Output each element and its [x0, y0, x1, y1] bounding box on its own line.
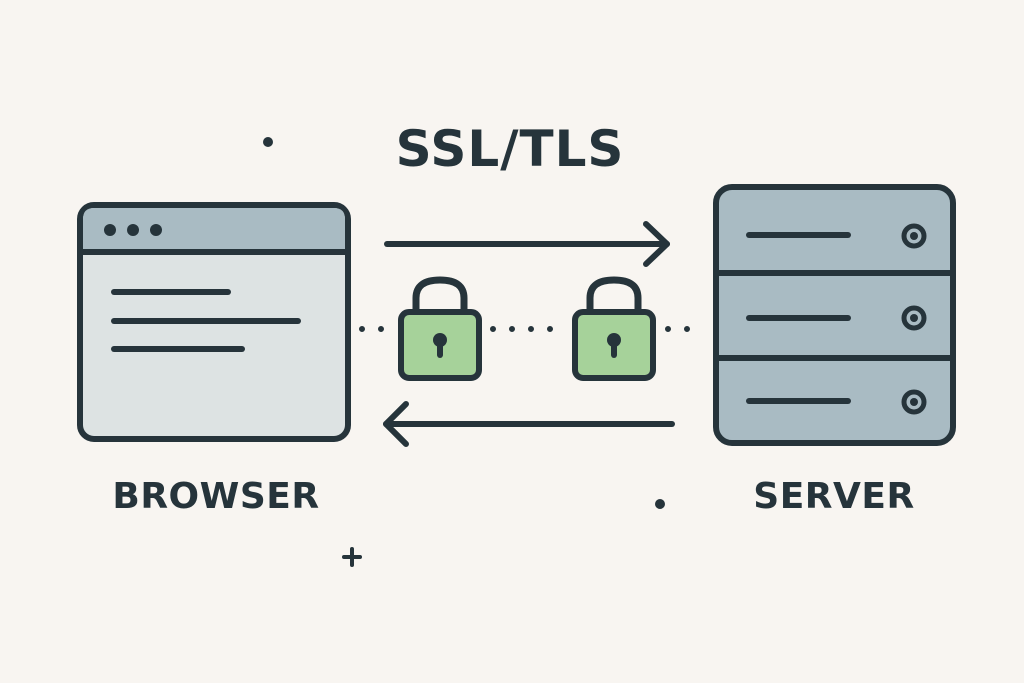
- sparkle-dot-icon: [655, 499, 665, 509]
- window-control-dot-icon: [127, 224, 139, 236]
- browser-node: [77, 202, 351, 442]
- sparkle-plus-icon: [342, 547, 362, 567]
- browser-toolbar: [83, 208, 345, 252]
- server-label: SERVER: [753, 476, 914, 517]
- browser-content-lines: [111, 289, 301, 352]
- server-node: [713, 184, 956, 446]
- arrow-left-icon: [383, 401, 675, 447]
- sparkle-dot-icon: [263, 137, 273, 147]
- server-led-icon: [901, 389, 927, 415]
- lock-icon: [572, 276, 656, 381]
- server-led-icon: [901, 305, 927, 331]
- window-control-dot-icon: [150, 224, 162, 236]
- browser-label: BROWSER: [112, 476, 319, 517]
- window-control-dot-icon: [104, 224, 116, 236]
- lock-icon: [398, 276, 482, 381]
- server-led-icon: [901, 223, 927, 249]
- arrow-right-icon: [384, 221, 670, 267]
- diagram-title: SSL/TLS: [396, 120, 625, 178]
